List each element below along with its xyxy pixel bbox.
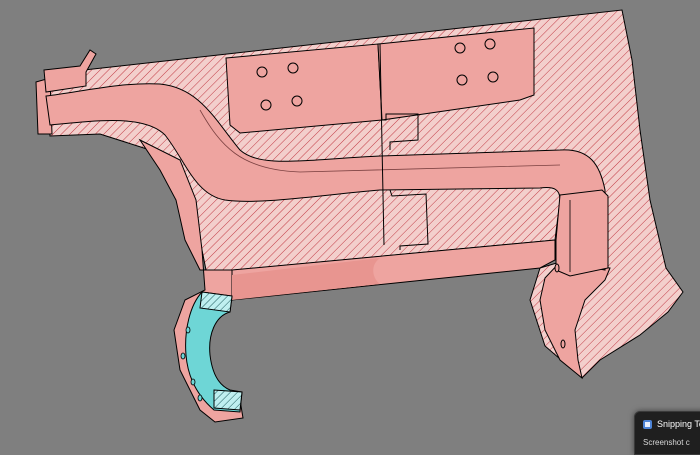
channel-edge-line bbox=[199, 109, 561, 173]
bearing-cut-top bbox=[199, 291, 233, 313]
bearing-cut-bottom bbox=[213, 389, 243, 411]
mounting-pad-left bbox=[225, 43, 383, 134]
outlet-block bbox=[555, 189, 609, 277]
snipping-tool-notification[interactable]: Snipping To Screenshot c bbox=[634, 411, 700, 455]
mounting-holes bbox=[256, 38, 499, 111]
lower-pocket-shade bbox=[232, 258, 380, 300]
bearing-holes bbox=[180, 326, 203, 402]
inlet-lip bbox=[43, 49, 97, 93]
joint-steps bbox=[379, 43, 429, 250]
side-face-right bbox=[539, 261, 611, 380]
side-holes bbox=[554, 263, 566, 349]
notification-message: Screenshot c bbox=[643, 438, 690, 447]
snipping-tool-icon bbox=[643, 419, 652, 429]
notification-header: Snipping To bbox=[643, 419, 700, 429]
notification-app-name: Snipping To bbox=[657, 419, 700, 429]
